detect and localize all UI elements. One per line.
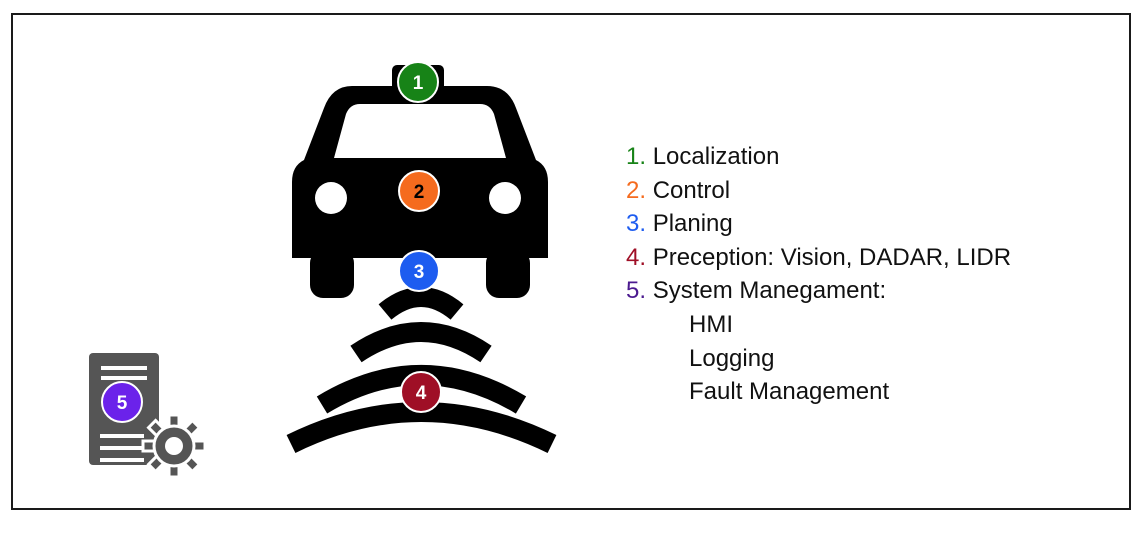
- sensor-waves-icon: [286, 287, 557, 453]
- badge-4-number: 4: [416, 383, 427, 404]
- legend-number: 2.: [626, 176, 647, 204]
- legend-label: Planing: [652, 210, 733, 238]
- legend-label: System Manegament:: [652, 277, 887, 305]
- badge-4: 4: [400, 371, 442, 413]
- legend-subitem-fault-management: Fault Management: [689, 378, 890, 406]
- badge-3: 3: [398, 250, 440, 292]
- badge-5-number: 5: [117, 393, 128, 414]
- legend-label: Preception: Vision, DADAR, LIDR: [652, 243, 1012, 271]
- badge-1: 1: [397, 61, 439, 103]
- badge-2: 2: [398, 170, 440, 212]
- legend: 1. Localization 2. Control 3. Planing 4.…: [626, 140, 1011, 409]
- legend-subitem-logging: Logging: [689, 344, 775, 372]
- badge-1-number: 1: [413, 73, 424, 94]
- badge-2-number: 2: [414, 182, 425, 203]
- legend-number: 5.: [626, 277, 647, 305]
- legend-label: Localization: [652, 143, 780, 170]
- legend-number: 4.: [626, 243, 647, 271]
- legend-item-localization: 1. Localization: [626, 140, 1011, 174]
- legend-label: Control: [652, 176, 731, 204]
- legend-number: 1.: [626, 143, 647, 170]
- legend-item-preception: 4. Preception: Vision, DADAR, LIDR: [626, 241, 1011, 275]
- legend-item-planing: 3. Planing: [626, 207, 1011, 241]
- legend-item-control: 2. Control: [626, 174, 1011, 208]
- badge-3-number: 3: [414, 262, 425, 283]
- legend-number: 3.: [626, 210, 647, 238]
- legend-item-system-management: 5. System Manegament:: [626, 274, 1011, 308]
- badge-5: 5: [101, 381, 143, 423]
- legend-subitem-hmi: HMI: [689, 310, 733, 338]
- diagram-frame: [11, 13, 1131, 510]
